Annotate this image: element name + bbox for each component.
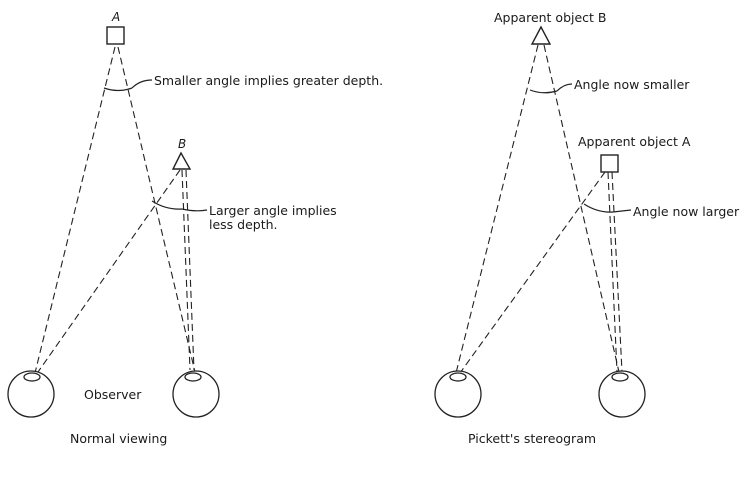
- angle-now-smaller-note: Angle now smaller: [574, 77, 690, 92]
- object-b-label: B: [178, 137, 186, 151]
- small-angle-note: Smaller angle implies greater depth.: [154, 73, 383, 88]
- larger-angle-leader: [612, 209, 632, 213]
- left-eye-sightline-apparent-b: [455, 44, 539, 374]
- small-angle-leader: [131, 79, 153, 89]
- large-angle-arc: [151, 200, 183, 210]
- right-eye-sightline-a: [117, 46, 196, 373]
- left-eyeball-icon: [7, 370, 55, 418]
- larger-angle-arc: [583, 203, 614, 213]
- observer-label: Observer: [84, 387, 142, 402]
- smaller-angle-arc: [529, 89, 558, 94]
- left-eye-sightline-a: [34, 46, 116, 374]
- left-eye-sightline-apparent-a: [459, 171, 606, 374]
- left-eyeball-icon-right-panel: [434, 370, 482, 418]
- apparent-object-b-triangle-icon: [530, 25, 552, 45]
- right-eyeball-icon: [172, 370, 220, 418]
- right-eye-sightline-apparent-a-1: [607, 171, 618, 373]
- apparent-object-a-square-icon: [600, 154, 619, 173]
- right-panel: Apparent object B Apparent object A Angl…: [434, 10, 740, 446]
- picketts-stereogram-caption: Pickett's stereogram: [468, 431, 596, 446]
- object-b-triangle-icon: [171, 151, 192, 170]
- left-panel: A B Smaller angle implies greater depth.…: [7, 10, 383, 446]
- right-eye-sightline-b-2: [185, 169, 195, 371]
- object-a-label: A: [111, 10, 120, 24]
- left-eye-sightline-b: [37, 169, 181, 373]
- right-eye-sightline-apparent-b: [543, 44, 620, 373]
- apparent-object-a-label: Apparent object A: [578, 134, 691, 149]
- normal-viewing-caption: Normal viewing: [70, 431, 167, 446]
- large-angle-note-line-1: Larger angle implies: [209, 203, 337, 218]
- object-a-square-icon: [106, 26, 125, 45]
- apparent-object-b-label: Apparent object B: [494, 10, 607, 25]
- large-angle-leader: [181, 208, 208, 212]
- right-eye-sightline-b-1: [181, 169, 191, 371]
- right-eyeball-icon-right-panel: [598, 370, 646, 418]
- small-angle-arc: [103, 87, 133, 92]
- large-angle-note-line-2: less depth.: [209, 217, 278, 232]
- smaller-angle-leader: [556, 83, 573, 92]
- right-eye-sightline-apparent-a-2: [611, 171, 623, 373]
- angle-now-larger-note: Angle now larger: [633, 204, 740, 219]
